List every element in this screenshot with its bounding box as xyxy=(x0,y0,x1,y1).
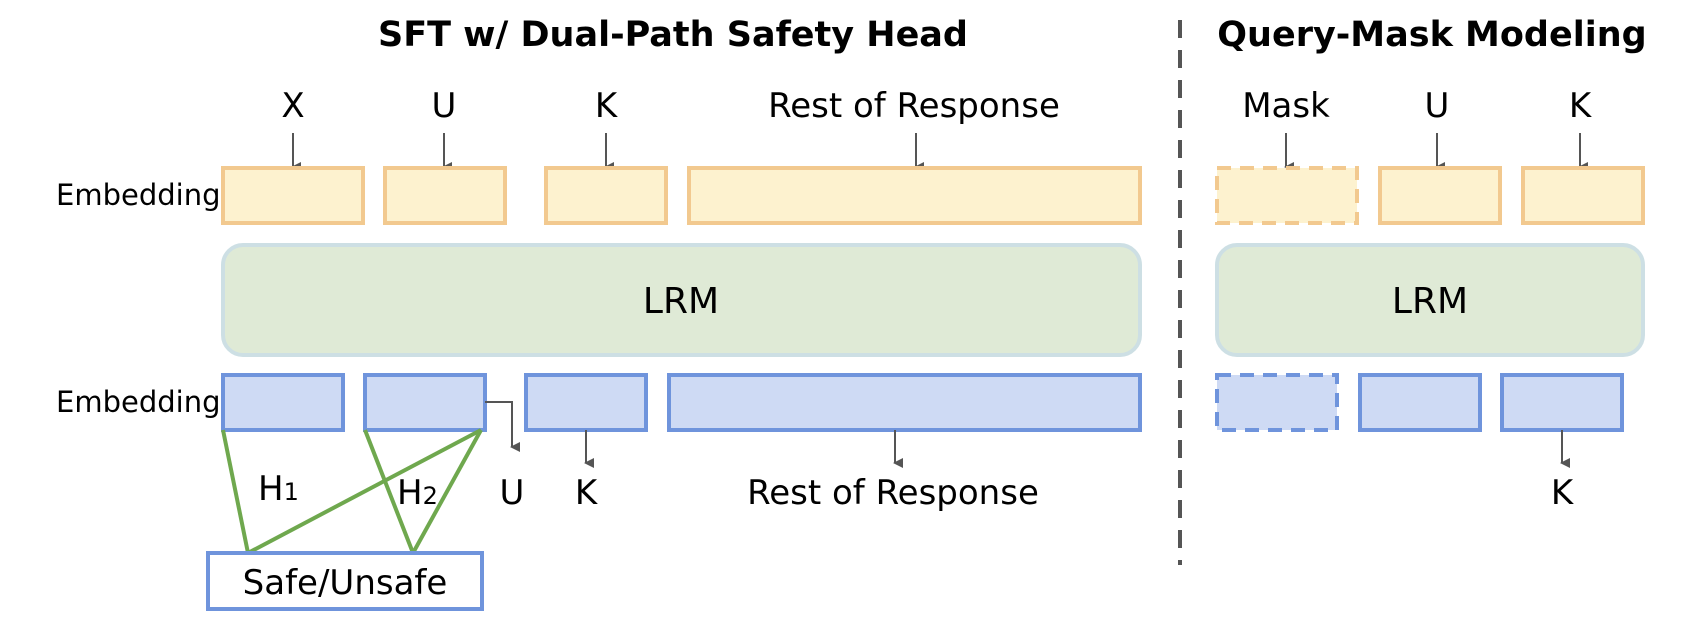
output-label-k: K xyxy=(575,473,599,513)
lrm-block-left xyxy=(221,243,1142,357)
head-label-h2-subscript: 2 xyxy=(423,482,438,510)
input-label-x: X xyxy=(281,86,304,126)
head-line-2b xyxy=(411,429,483,554)
head-label-h1: H1 xyxy=(258,469,299,509)
input-label-rest: Rest of Response xyxy=(768,86,1060,126)
right-input-embedding-u xyxy=(1378,166,1502,225)
safe-unsafe-label: Safe/Unsafe xyxy=(243,563,448,603)
side-label-output-embedding: Embedding xyxy=(56,385,220,419)
right-input-label-u: U xyxy=(1425,86,1450,126)
lrm-block-right xyxy=(1215,243,1645,357)
head-line-2a xyxy=(363,429,415,554)
output-label-u: U xyxy=(500,473,525,513)
output-embedding-rest xyxy=(667,373,1142,432)
lrm-label-right: LRM xyxy=(1392,281,1468,322)
safe-unsafe-box xyxy=(206,551,484,611)
right-panel-title: Query-Mask Modeling xyxy=(1217,15,1646,55)
right-output-embedding-mask xyxy=(1215,373,1339,432)
input-label-u: U xyxy=(432,86,457,126)
head-line-1a xyxy=(221,429,250,554)
head-line-1b xyxy=(247,428,482,555)
right-input-embedding-k xyxy=(1521,166,1645,225)
input-embedding-k xyxy=(544,166,668,225)
output-embedding-h2 xyxy=(363,373,487,432)
output-arrow-u xyxy=(485,401,520,452)
right-input-label-k: K xyxy=(1569,86,1593,126)
input-label-k: K xyxy=(595,86,619,126)
left-panel-title: SFT w/ Dual-Path Safety Head xyxy=(378,15,968,55)
right-input-label-mask: Mask xyxy=(1242,86,1330,126)
head-label-h1-subscript: 1 xyxy=(284,478,299,506)
right-output-label-k: K xyxy=(1551,473,1575,513)
right-output-embedding-k xyxy=(1500,373,1624,432)
output-embedding-k xyxy=(524,373,648,432)
output-embedding-h1 xyxy=(221,373,345,432)
right-input-embedding-mask xyxy=(1215,166,1359,225)
right-output-embedding-u xyxy=(1358,373,1482,432)
input-embedding-u xyxy=(383,166,507,225)
side-label-input-embedding: Embedding xyxy=(56,178,220,212)
input-embedding-x xyxy=(221,166,365,225)
output-label-rest: Rest of Response xyxy=(747,473,1039,513)
input-embedding-rest xyxy=(687,166,1142,225)
lrm-label-left: LRM xyxy=(643,281,719,322)
head-label-h2: H2 xyxy=(397,473,438,513)
